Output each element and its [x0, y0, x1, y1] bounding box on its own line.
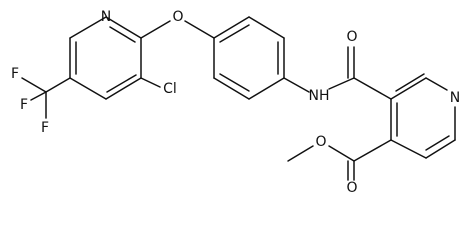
bond [328, 145, 355, 162]
bond [45, 77, 71, 93]
atom-label-o-ester-carbonyl: O [346, 180, 357, 196]
bond [106, 74, 137, 93]
bond [219, 24, 250, 43]
bond [425, 135, 450, 151]
atom-labels: N O Cl F F F NH O N O O [11, 9, 460, 196]
bond [105, 77, 142, 100]
atom-label-nh-amide: NH [309, 88, 330, 104]
bond [140, 20, 171, 39]
bond [213, 16, 250, 39]
atom-label-o-amide: O [346, 29, 357, 45]
bonds [21, 16, 456, 181]
bond [105, 16, 142, 39]
bond [425, 139, 456, 159]
bond [69, 16, 107, 39]
bond [248, 77, 285, 100]
bond [390, 139, 427, 159]
bond [69, 77, 107, 100]
atom-label-f-1: F [11, 66, 19, 82]
bond [287, 145, 314, 162]
bond [390, 77, 427, 100]
bond [425, 77, 448, 91]
bond [109, 26, 136, 43]
bond [328, 77, 355, 90]
bond [283, 77, 310, 93]
bond [248, 16, 285, 39]
atom-label-n-pyridine-2: N [450, 90, 460, 106]
bond [353, 77, 392, 100]
atom-label-o-ether: O [172, 9, 183, 25]
atom-label-f-2: F [20, 97, 28, 113]
bond [184, 20, 215, 39]
chemical-structure-diagram: N O Cl F F F NH O N O O [11, 9, 460, 196]
bond [30, 91, 47, 101]
atom-label-cl: Cl [163, 81, 177, 97]
bond [219, 73, 250, 92]
bond [213, 77, 250, 100]
bond [21, 77, 47, 93]
bond [353, 139, 392, 162]
atom-label-o-ester-single: O [315, 134, 326, 150]
atom-label-f-3: F [41, 120, 49, 136]
bond [140, 77, 161, 88]
atom-label-n-pyridine-1: N [101, 9, 111, 25]
bond [395, 73, 425, 92]
